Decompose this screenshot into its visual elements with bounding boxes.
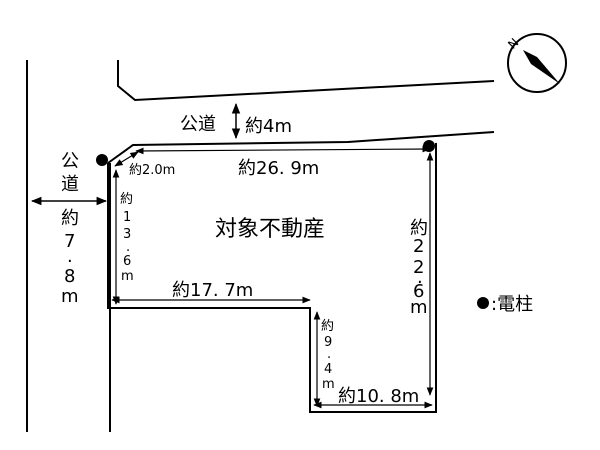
right-dim-char: 約 [410, 218, 428, 239]
left-upper-dim-char: 3 [123, 227, 131, 242]
utility-pole-dot [423, 140, 435, 152]
north-road-name: 公道 [180, 114, 216, 135]
utility-pole-dot [96, 154, 108, 166]
property-boundary-lower [107, 143, 437, 413]
step-vertical-dim-char: 9 [324, 335, 332, 350]
bottom-dimension-label: 約10. 8m [338, 386, 419, 407]
top-dimension-arrow [135, 145, 431, 155]
north-arrow-icon: N [505, 33, 567, 93]
corner-cut-label: 約2.0m [129, 163, 175, 178]
west-road-width-char: m [61, 286, 79, 307]
right-dim-char: 2 [413, 236, 424, 257]
north-road-width: 約4m [245, 116, 292, 137]
mid-horizontal-label: 約17. 7m [172, 280, 253, 301]
legend-label: :電柱 [491, 294, 533, 315]
north-road-edge [117, 60, 495, 102]
west-road-width-char: . [67, 246, 73, 267]
west-road-width-char: 約 [61, 208, 79, 229]
corner-cut-arrow [114, 151, 139, 167]
right-dim-char: . [417, 267, 423, 288]
left-upper-dim-char: m [121, 269, 134, 284]
property-label: 対象不動産 [215, 217, 325, 242]
top-dimension-label: 約26. 9m [238, 158, 319, 179]
right-dim-char: 6 [413, 281, 424, 302]
right-dim-char: 2 [413, 257, 424, 278]
west-road-width-char: 8 [64, 266, 75, 287]
west-road-name-char: 道 [61, 174, 79, 195]
right-dim-char: m [410, 297, 428, 318]
left-upper-dim-char: . [126, 240, 130, 255]
step-vertical-dim-char: 4 [324, 362, 332, 377]
legend-pole-icon [477, 297, 489, 309]
step-vertical-dim-char: 約 [321, 319, 334, 334]
step-vertical-dim-char: m [322, 377, 335, 392]
west-road-name-char: 公 [61, 151, 79, 172]
west-road-width-char: 7 [64, 231, 75, 252]
left-upper-dim-char: 6 [123, 254, 131, 269]
left-upper-dim-char: 1 [123, 210, 131, 225]
step-vertical-dim-char: . [327, 347, 331, 362]
left-upper-dim-char: 約 [120, 192, 133, 207]
